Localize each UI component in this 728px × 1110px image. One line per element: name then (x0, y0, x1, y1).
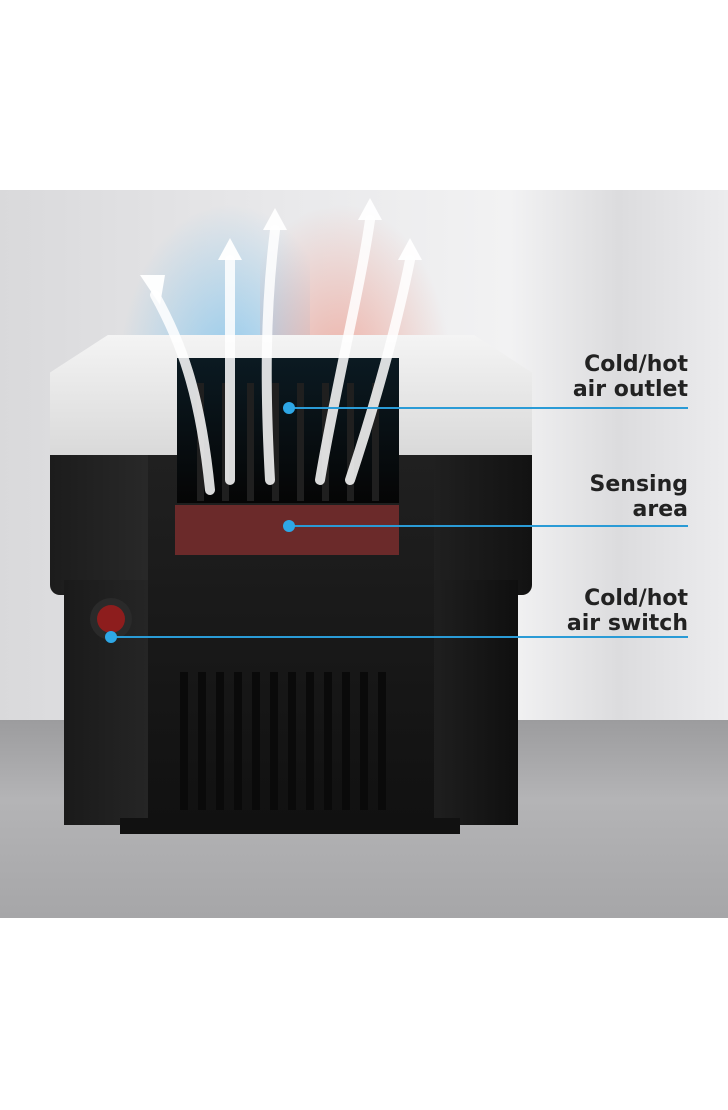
switch-button (97, 605, 125, 633)
callout-dot-outlet (283, 402, 295, 414)
callout-dot-switch (105, 631, 117, 643)
dryer-base (120, 818, 460, 834)
callout-label-line: area (632, 497, 688, 522)
callout-label-line: Cold/hot (584, 586, 688, 611)
callout-line-switch (112, 636, 688, 638)
callout-label-line: air outlet (572, 377, 688, 402)
airflow-arrows (140, 198, 422, 495)
product-photo: Cold/hot air outlet Sensing area Cold/ho… (0, 190, 728, 918)
callout-label-line: air switch (566, 611, 688, 636)
callout-dot-sensing (283, 520, 295, 532)
callout-label-outlet: Cold/hot air outlet (573, 352, 688, 402)
air-intake-grille (180, 672, 395, 810)
callout-label-switch: Cold/hot air switch (567, 586, 688, 636)
callout-label-sensing: Sensing area (590, 472, 688, 522)
callout-label-line: Sensing (589, 472, 688, 497)
callout-line-outlet (290, 407, 688, 409)
callout-label-line: Cold/hot (584, 352, 688, 377)
callout-line-sensing (290, 525, 688, 527)
